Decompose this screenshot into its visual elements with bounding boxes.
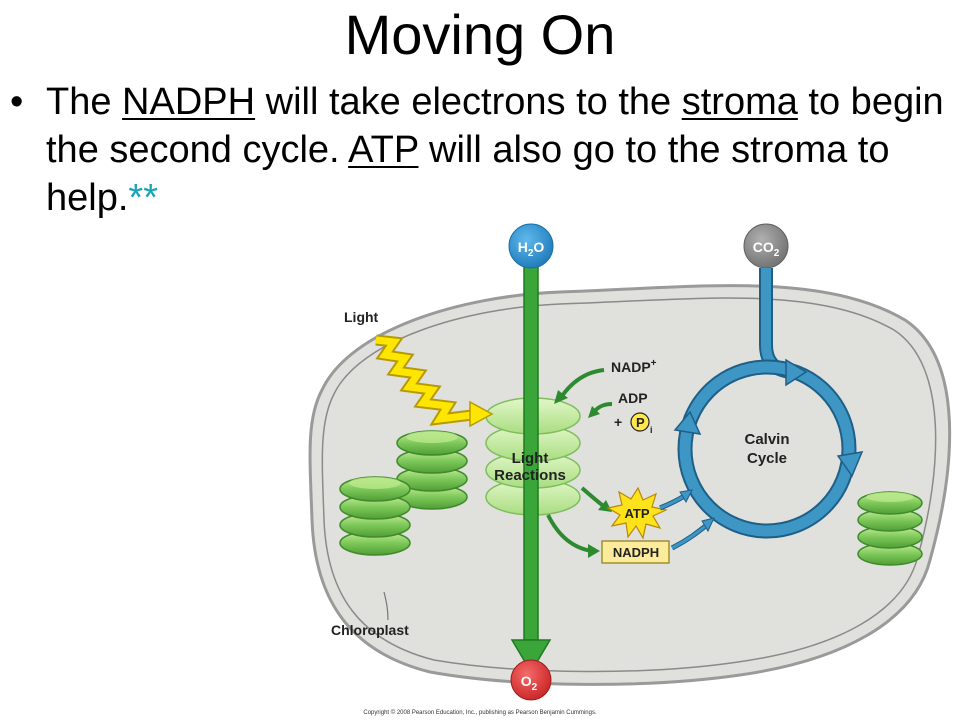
- bullet-text: The NADPH will take electrons to the str…: [46, 78, 946, 222]
- h2o-tail: O: [533, 239, 544, 255]
- plus-sign: +: [614, 414, 622, 430]
- bullet-seg-4: will also go to the stroma to help.: [46, 129, 890, 219]
- atp-starburst-icon: [606, 486, 668, 540]
- phosphate-icon: P i: [630, 412, 653, 435]
- bullet-marker: •: [10, 81, 24, 123]
- nadp-sup: +: [651, 358, 657, 369]
- nadp-main: NADP: [611, 359, 651, 375]
- chloroplast-label: Chloroplast: [331, 622, 409, 638]
- light-reactions-label-2: Reactions: [494, 467, 566, 484]
- calvin-cycle-label-2: Cycle: [747, 450, 787, 467]
- light-bolt-icon: [375, 334, 494, 428]
- svg-text:CO2: CO2: [753, 239, 780, 259]
- thylakoid-stack-right: [857, 491, 923, 566]
- to-nadph-arrow: [546, 514, 600, 558]
- stroma-term: stroma: [681, 81, 798, 123]
- o2-sub: 2: [532, 682, 538, 693]
- nadp-arrow: [554, 368, 605, 404]
- copyright-text: Copyright © 2008 Pearson Education, Inc.…: [363, 709, 597, 716]
- co2-sub: 2: [774, 248, 780, 259]
- nadph-term: NADPH: [122, 81, 256, 123]
- light-label: Light: [344, 309, 379, 325]
- asterisks: **: [128, 177, 158, 219]
- atp-label: ATP: [624, 506, 649, 521]
- chloroplast-leader-line: [383, 591, 389, 621]
- h2o-main: H: [518, 239, 528, 255]
- light-reactions-label-1: Light: [512, 450, 549, 467]
- thylakoid-stack-front: [339, 476, 411, 556]
- pi-main: P: [636, 415, 645, 430]
- adp-arrow: [588, 402, 613, 418]
- bullet-seg-3: to begin the second cycle.: [46, 81, 944, 171]
- atp-to-calvin-arrow: [659, 489, 693, 511]
- svg-text:O2: O2: [521, 673, 538, 693]
- svg-text:H2O: H2O: [518, 239, 545, 259]
- o2-main: O: [521, 673, 532, 689]
- nadph-box: [601, 540, 670, 564]
- co2-molecule-icon: CO2: [743, 223, 789, 269]
- h2o-sub: 2: [528, 248, 534, 259]
- bullet-seg-2: will take electrons to the: [255, 81, 682, 123]
- to-atp-arrow: [580, 486, 612, 512]
- co2-main: CO: [753, 239, 774, 255]
- calvin-cycle-label-1: Calvin: [744, 431, 789, 448]
- o2-molecule-icon: O2: [510, 659, 552, 701]
- adp-label: ADP: [618, 390, 648, 406]
- h2o-molecule-icon: H2O: [508, 223, 554, 269]
- slide-title: Moving On: [344, 3, 616, 66]
- bullet-seg-1: The: [46, 81, 123, 123]
- pi-sub: i: [650, 425, 653, 435]
- thylakoid-stack-back: [396, 430, 468, 510]
- nadph-label: NADPH: [613, 545, 659, 560]
- calvin-cycle-ring: [673, 358, 864, 539]
- atp-term: ATP: [348, 129, 419, 171]
- nadph-to-calvin-arrow: [670, 517, 715, 551]
- chloroplast-body: [308, 284, 952, 686]
- nadp-label: NADP+: [611, 358, 657, 375]
